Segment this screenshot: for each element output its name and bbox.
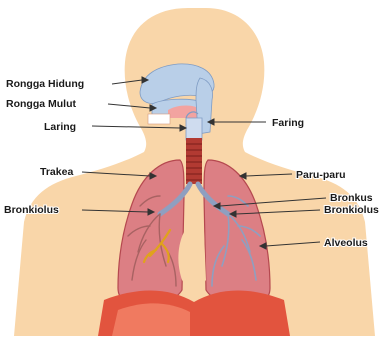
label-laring: Laring — [44, 121, 76, 133]
label-paru-paru: Paru-paru — [296, 169, 346, 181]
label-rongga-hidung: Rongga Hidung — [6, 78, 84, 90]
trachea — [186, 138, 202, 184]
heart-notch — [178, 232, 206, 288]
label-faring: Faring — [272, 117, 304, 129]
larynx — [186, 118, 202, 140]
label-rongga-mulut: Rongga Mulut — [6, 98, 76, 110]
label-bronkiolus-right: Bronkiolus — [324, 204, 379, 216]
label-bronkus: Bronkus — [330, 192, 373, 204]
mouth — [148, 114, 170, 124]
label-alveolus: Alveolus — [324, 237, 368, 249]
label-trakea: Trakea — [40, 166, 73, 178]
trachea-tube — [186, 138, 202, 184]
label-bronkiolus-left: Bronkiolus — [4, 204, 59, 216]
diaphragm-highlight — [112, 303, 190, 336]
